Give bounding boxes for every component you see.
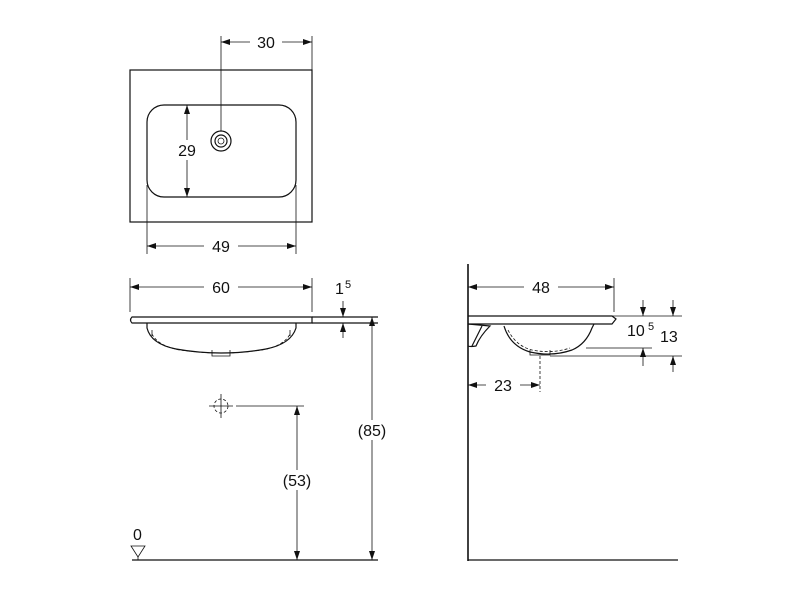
floor-line: 0: [130, 527, 378, 561]
dim-label-30: 30: [257, 35, 275, 52]
dim-rim-thickness: 1 5: [335, 279, 351, 338]
dim-label-48: 48: [532, 280, 550, 297]
dim-height-total: (85): [350, 317, 394, 560]
drain-crosshair-icon: [209, 394, 233, 418]
dim-label-53: (53): [283, 473, 311, 490]
dim-depth: 48: [468, 277, 615, 312]
dim-label-10-sup: 5: [648, 321, 654, 333]
basin-profile-side: [467, 315, 617, 356]
dim-label-85: (85): [358, 423, 386, 440]
dim-label-10: 10: [627, 323, 645, 340]
dim-overall-height: 13: [652, 300, 682, 372]
dim-drain-from-wall: 23: [468, 356, 541, 395]
floor-level-label: 0: [133, 527, 142, 544]
dim-width: 60: [129, 277, 313, 312]
dim-label-60: 60: [212, 280, 230, 297]
front-view: 60 1 5 (85): [129, 277, 394, 561]
dim-label-23: 23: [494, 378, 512, 395]
drain-icon: [210, 130, 232, 152]
dim-label-49: 49: [212, 239, 230, 256]
dim-label-1: 1: [335, 281, 344, 298]
dim-drain-offset: 30: [220, 32, 313, 131]
dim-label-1-sup: 5: [345, 279, 351, 291]
dim-label-29: 29: [178, 143, 196, 160]
dim-bowl-width: 49: [146, 185, 297, 256]
top-view: 30 29 49: [129, 32, 313, 256]
dim-bowl-depth: 29: [173, 105, 201, 197]
dim-drain-height: (53): [236, 405, 319, 560]
floor-level-marker-icon: [130, 545, 146, 558]
side-view: 48 10 5 13: [467, 264, 682, 561]
dim-label-13: 13: [660, 329, 678, 346]
bowl-outline-top: [146, 104, 297, 198]
dim-bowl-height: 10 5: [550, 300, 682, 366]
basin-profile-front: [129, 316, 378, 357]
